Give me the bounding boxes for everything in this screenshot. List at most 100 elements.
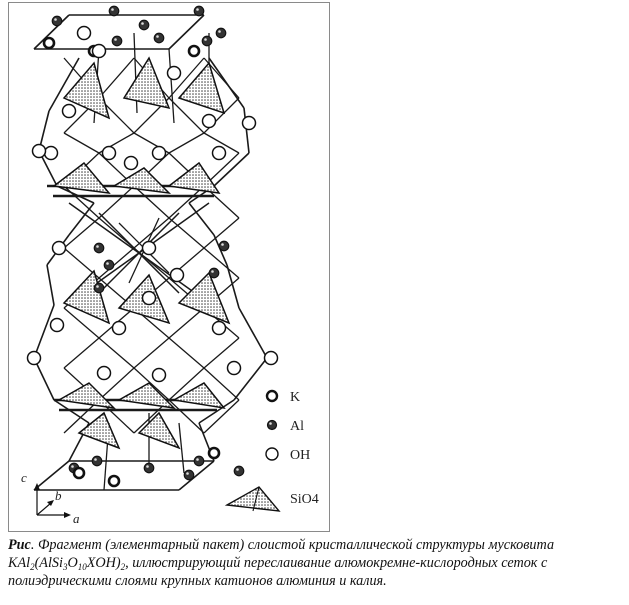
al-atom-highlight [236, 468, 239, 471]
al-atom [193, 455, 205, 467]
al-atom [215, 27, 227, 39]
bond-line [213, 152, 250, 187]
oh-atom [141, 240, 157, 256]
bond-line [168, 14, 205, 50]
al-atom [143, 462, 155, 474]
bond-line [226, 264, 240, 309]
bond-line [68, 202, 95, 236]
caption-sub-1: 2 [30, 562, 35, 572]
al-atom [201, 35, 213, 47]
oh-atom [49, 317, 65, 333]
bond-line [188, 202, 215, 236]
figure-caption: Рис. Фрагмент (элементарный пакет) слоис… [8, 536, 624, 590]
al-atom-highlight [96, 245, 99, 248]
bond-line [203, 247, 240, 279]
al-atom [51, 15, 63, 27]
al-atom [193, 5, 205, 17]
caption-text-4: XOH) [86, 555, 121, 571]
bond-line [63, 132, 100, 154]
caption-prefix: Рис [8, 537, 31, 553]
oh-atom [226, 360, 242, 376]
bond-line [203, 337, 240, 369]
sio4-tetrahedron [77, 411, 121, 450]
axis-b-label: b [55, 488, 62, 503]
caption-text-5: , иллюстрирующий переслаивание алюмокрем… [8, 555, 548, 589]
bond-line [53, 399, 90, 424]
al-atom [93, 242, 105, 254]
bond-line [203, 217, 240, 249]
sio4-tetrahedron [56, 382, 117, 410]
bond-line [98, 57, 135, 99]
bond-line [133, 185, 170, 219]
bond-line [203, 132, 240, 154]
bond-line [168, 367, 205, 401]
k-atom [42, 36, 56, 50]
sio4-tetrahedron-icon [224, 486, 281, 512]
al-atom-highlight [211, 270, 214, 273]
al-atom-highlight [204, 38, 207, 41]
bond-line [63, 307, 100, 339]
bond-line [238, 307, 268, 359]
bond-line [168, 48, 175, 124]
bond-line [33, 460, 70, 491]
al-atom-highlight [114, 38, 117, 41]
k-atom [207, 446, 221, 460]
oh-atom [166, 65, 182, 81]
bond-line [178, 460, 215, 491]
bond-line [178, 422, 185, 474]
caption-sub-2: 3 [62, 562, 68, 572]
bond-line [168, 97, 205, 134]
bond-line [168, 337, 205, 369]
sio4-tetrahedron [62, 61, 111, 120]
sio4-tetrahedra-layer [52, 56, 231, 450]
axis-a-label: a [73, 511, 80, 526]
oh-atom [123, 155, 139, 171]
caption-sub-3: 10 [77, 562, 87, 572]
bond-line [98, 212, 180, 294]
al-atom [153, 32, 165, 44]
oh-atom [211, 320, 227, 336]
al-atom-icon [266, 419, 278, 431]
bond-line [46, 264, 55, 306]
oh-atom [141, 290, 157, 306]
bond-line [63, 185, 100, 219]
legend-oh-label: OH [290, 448, 310, 463]
bond-line [233, 357, 268, 401]
oh-atom [43, 145, 59, 161]
oh-atom [151, 145, 167, 161]
oh-atom [263, 350, 279, 366]
al-atom [111, 35, 123, 47]
bond-line [48, 57, 80, 112]
k-atom [107, 474, 121, 488]
oh-atom [151, 367, 167, 383]
bond-line [168, 132, 205, 154]
legend-sio4-label: SiO4 [290, 492, 319, 507]
al-atom [208, 267, 220, 279]
caption-sub-4: 2 [120, 562, 126, 572]
legend: K Al OH SiO4 [224, 389, 319, 512]
caption-text-3: O [67, 555, 78, 571]
oh-atom [76, 25, 92, 41]
bond-line [203, 367, 240, 401]
bond-line [243, 107, 250, 154]
sio4-tetrahedron [171, 382, 226, 410]
oh-atom [101, 145, 117, 161]
al-atom-highlight [186, 472, 189, 475]
bond-line [98, 185, 135, 219]
bond-line [168, 217, 205, 249]
oh-atom [241, 115, 257, 131]
al-atom [103, 259, 115, 271]
al-atom [138, 19, 150, 31]
crystal-structure-drawing: K Al OH SiO4 c b a [21, 5, 319, 526]
bond-line [168, 185, 205, 219]
muscovite-structure-figure: K Al OH SiO4 c b a [8, 2, 330, 532]
al-atom-highlight [141, 22, 144, 25]
al-atom-highlight [156, 35, 159, 38]
sio4-tetrahedron [52, 161, 111, 194]
al-atom-highlight [146, 465, 149, 468]
bond-line [56, 185, 95, 204]
al-atom-highlight [221, 243, 224, 246]
al-atom-highlight [218, 30, 221, 33]
oh-atom [169, 267, 185, 283]
al-atom-highlight [106, 262, 109, 265]
